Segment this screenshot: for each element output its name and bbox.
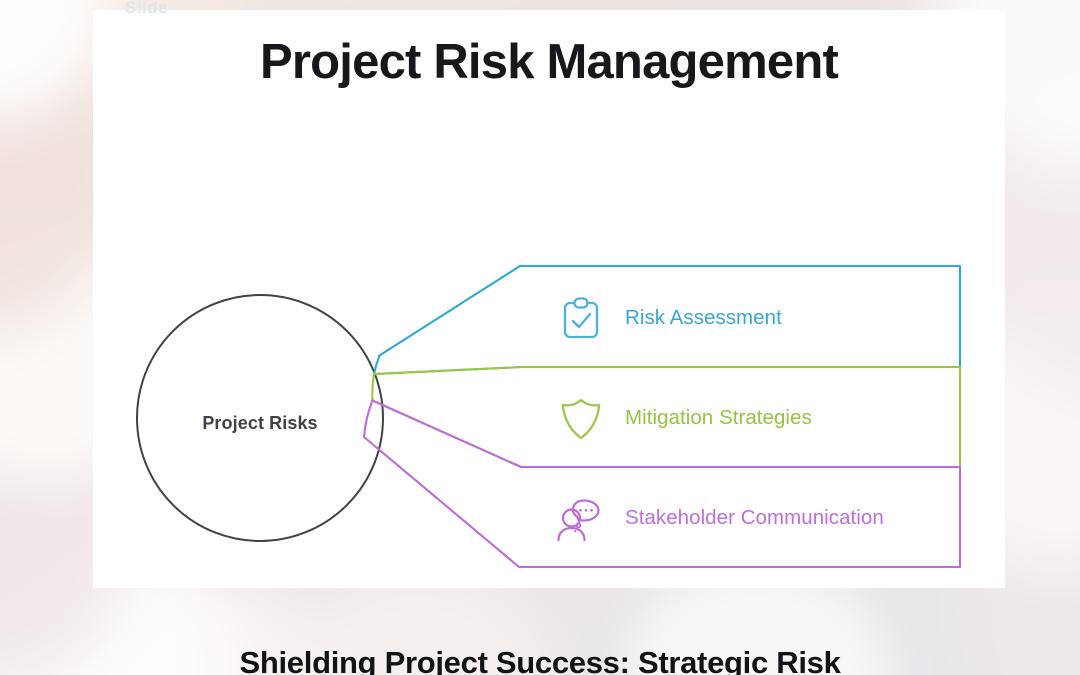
branch-label-mitigation-strategies: Mitigation Strategies	[625, 406, 812, 429]
clipboard-check-icon	[563, 297, 599, 339]
slide-card: Slide Project Risk Management	[93, 0, 1005, 588]
hub-circle	[136, 294, 384, 542]
risk-branch-diagram	[136, 264, 962, 569]
branch-shape-stakeholder-communication[interactable]	[362, 399, 962, 569]
shield-icon	[561, 398, 601, 440]
slide-caption: Shielding Project Success: Strategic Ris…	[239, 645, 841, 675]
hub-label: Project Risks	[202, 413, 318, 433]
page-title: Project Risk Management	[260, 35, 839, 89]
clipped-header-text: Slide	[125, 0, 169, 17]
branch-label-stakeholder-communication: Stakeholder Communication	[625, 506, 884, 529]
person-speech-bubble-icon	[557, 499, 600, 542]
branch-label-risk-assessment: Risk Assessment	[625, 306, 782, 329]
